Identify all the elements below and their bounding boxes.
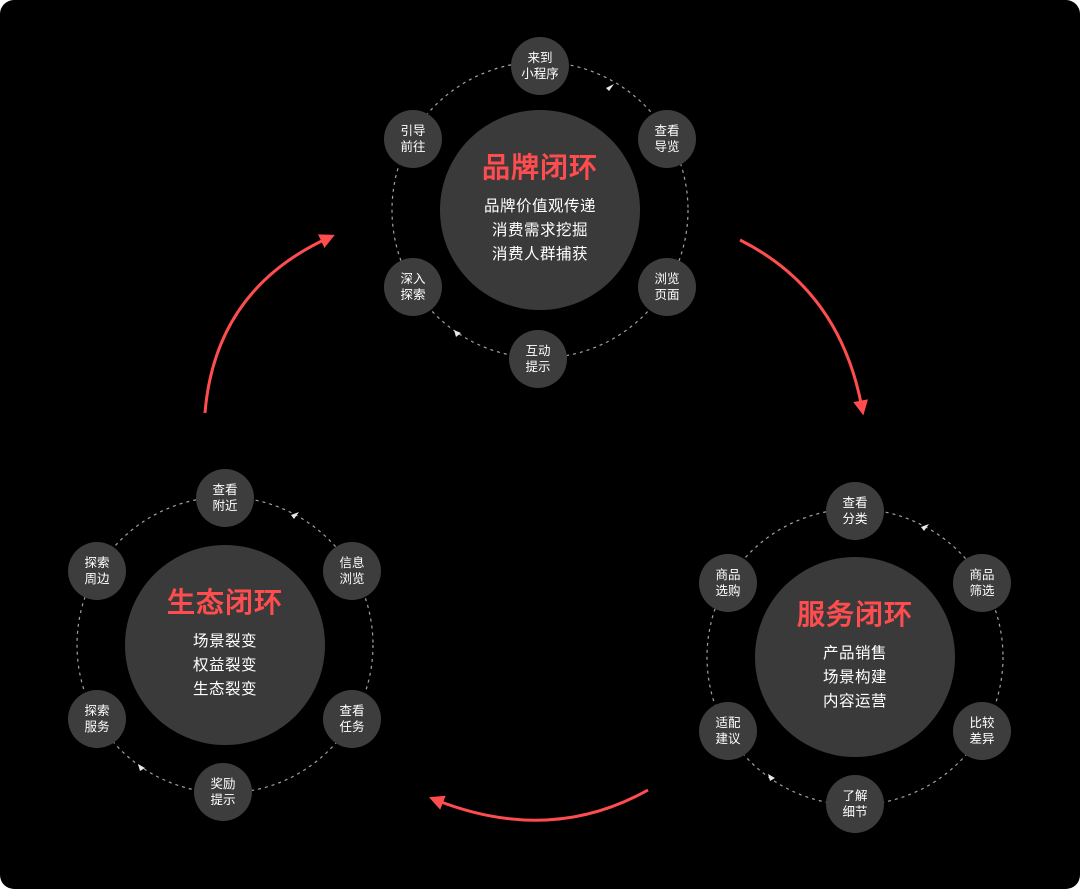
node-label: 页面 [654, 287, 680, 302]
brand-loop-point: 消费需求挖掘 [491, 221, 588, 239]
service-step-node[interactable]: 查看 分类 [826, 482, 884, 540]
node-label: 奖励 [210, 776, 236, 791]
node-label: 商品 [969, 567, 995, 582]
node-label: 信息 [339, 555, 365, 570]
node-label: 细节 [842, 804, 868, 819]
node-label: 商品 [715, 567, 741, 582]
brand-step-node[interactable]: 引导 前往 [384, 110, 442, 168]
node-label: 浏览 [654, 271, 680, 286]
node-label: 探索 [84, 703, 110, 718]
brand-step-node[interactable]: 深入 探索 [384, 258, 442, 316]
node-label: 查看 [842, 495, 868, 510]
node-label: 查看 [654, 123, 680, 138]
brand-orbit-arrow-top [606, 84, 614, 91]
node-label: 适配 [715, 715, 741, 730]
node-label: 查看 [212, 482, 238, 497]
eco-loop-point: 场景裂变 [192, 632, 257, 650]
node-label: 探索 [84, 555, 110, 570]
node-label: 浏览 [339, 571, 365, 586]
node-label: 探索 [400, 287, 426, 302]
brand-loop-point: 消费人群捕获 [491, 245, 588, 263]
brand-loop-hub: 品牌闭环 品牌价值观传递 消费需求挖掘 消费人群捕获 [440, 110, 640, 310]
eco-orbit-arrow-top [291, 512, 299, 519]
eco-loop-hub: 生态闭环 场景裂变 权益裂变 生态裂变 [125, 545, 325, 745]
service-step-node[interactable]: 比较 差异 [953, 702, 1011, 760]
eco-orbit-arrow-bottom [138, 764, 145, 771]
arrow-brand-to-service [739, 238, 868, 416]
brand-step-node[interactable]: 来到 小程序 [511, 37, 569, 95]
brand-step-node[interactable]: 互动 提示 [509, 330, 567, 388]
node-label: 深入 [400, 271, 426, 286]
arrow-service-to-eco [429, 788, 649, 822]
eco-loop-point: 生态裂变 [192, 680, 257, 698]
node-label: 服务 [84, 719, 110, 734]
node-label: 了解 [842, 788, 868, 803]
brand-step-node[interactable]: 浏览 页面 [638, 258, 696, 316]
eco-loop-title: 生态闭环 [166, 586, 283, 619]
eco-loop-point: 权益裂变 [192, 656, 257, 674]
eco-step-node[interactable]: 探索 周边 [68, 542, 126, 600]
node-label: 附近 [212, 498, 238, 513]
service-orbit-arrow-bottom [768, 774, 775, 781]
service-step-node[interactable]: 商品 选购 [699, 554, 757, 612]
node-label: 建议 [715, 731, 741, 746]
node-label: 提示 [525, 359, 551, 374]
eco-step-node[interactable]: 信息 浏览 [323, 542, 381, 600]
node-label: 提示 [210, 792, 236, 807]
brand-loop-title: 品牌闭环 [481, 151, 598, 184]
brand-loop-point: 品牌价值观传递 [483, 197, 596, 215]
node-label: 任务 [339, 719, 365, 734]
node-label: 筛选 [969, 583, 995, 598]
node-label: 查看 [339, 703, 365, 718]
service-loop-point: 内容运营 [822, 692, 887, 710]
node-label: 导览 [654, 139, 680, 154]
service-loop-point: 场景构建 [822, 668, 887, 686]
brand-orbit-arrow-bottom [454, 330, 461, 337]
node-label: 选购 [715, 583, 741, 598]
node-label: 分类 [842, 511, 868, 526]
eco-step-node[interactable]: 探索 服务 [68, 690, 126, 748]
node-label: 比较 [969, 715, 995, 730]
eco-step-node[interactable]: 查看 任务 [323, 690, 381, 748]
node-label: 差异 [969, 731, 995, 746]
service-loop-title: 服务闭环 [796, 598, 913, 631]
node-label: 来到 [527, 50, 553, 65]
node-label: 互动 [525, 343, 551, 358]
service-orbit-arrow-top [921, 524, 929, 531]
brand-step-node[interactable]: 查看 导览 [638, 110, 696, 168]
service-loop-hub: 服务闭环 产品销售 场景构建 内容运营 [755, 557, 955, 757]
node-label: 小程序 [521, 66, 559, 81]
node-label: 前往 [400, 139, 426, 154]
node-label: 周边 [84, 571, 110, 586]
service-step-node[interactable]: 适配 建议 [699, 702, 757, 760]
eco-step-node[interactable]: 查看 附近 [196, 469, 254, 527]
eco-step-node[interactable]: 奖励 提示 [194, 763, 252, 821]
arrow-eco-to-brand [203, 234, 335, 414]
service-step-node[interactable]: 商品 筛选 [953, 554, 1011, 612]
service-step-node[interactable]: 了解 细节 [826, 775, 884, 833]
node-label: 引导 [400, 123, 426, 138]
service-loop-point: 产品销售 [822, 644, 887, 662]
